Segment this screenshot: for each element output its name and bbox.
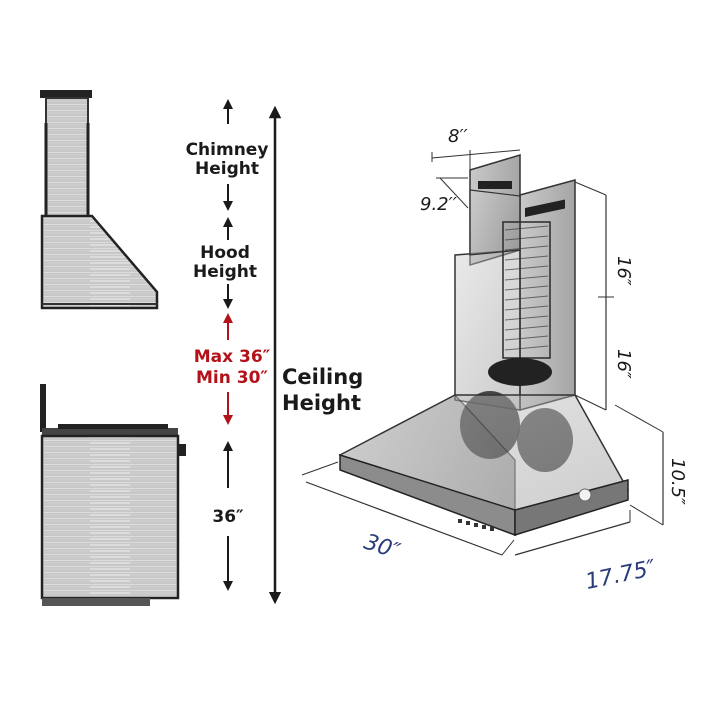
- hood-label-line2: Height: [193, 262, 257, 282]
- ceiling-height-annotation: Ceiling Height: [268, 105, 363, 605]
- chimney-height-annotation: Chimney Height: [186, 99, 269, 211]
- chimney-label-line1: Chimney: [186, 140, 269, 160]
- side-view-range: [40, 384, 186, 606]
- iso-chimney-width-dim: 8′′: [431, 126, 521, 172]
- hood-label-line1: Hood: [200, 243, 250, 263]
- hood-depth-label: 17.75″: [583, 556, 659, 595]
- counter-height-label: 36″: [212, 507, 244, 527]
- iso-vertical-dims: 16″ 16″: [574, 181, 634, 411]
- iso-chimney-depth-dim: 9.2′′: [420, 177, 469, 215]
- counter-height-annotation: 36″: [212, 441, 244, 591]
- lower-chimney-label: 16″: [613, 349, 634, 379]
- hood-height-annotation: Hood Height: [193, 217, 257, 309]
- chimney-label-line2: Height: [195, 159, 259, 179]
- ceiling-label-line2: Height: [282, 391, 361, 415]
- chimney-depth-label: 9.2′′: [420, 194, 457, 215]
- side-view-hood: [40, 90, 159, 310]
- chimney-width-label: 8′′: [448, 126, 468, 147]
- ceiling-label-line1: Ceiling: [282, 365, 363, 389]
- upper-chimney-label: 16″: [613, 256, 634, 286]
- iso-hood-height-dim: 10.5″: [614, 404, 688, 526]
- max-clearance-label: Max 36″: [194, 347, 271, 367]
- clearance-annotation: Max 36″ Min 30″: [194, 313, 271, 425]
- hood-width-label: 30″: [361, 530, 404, 565]
- iso-hood-illustration: [338, 153, 630, 537]
- hood-height-label: 10.5″: [667, 458, 688, 505]
- min-clearance-label: Min 30″: [196, 368, 268, 388]
